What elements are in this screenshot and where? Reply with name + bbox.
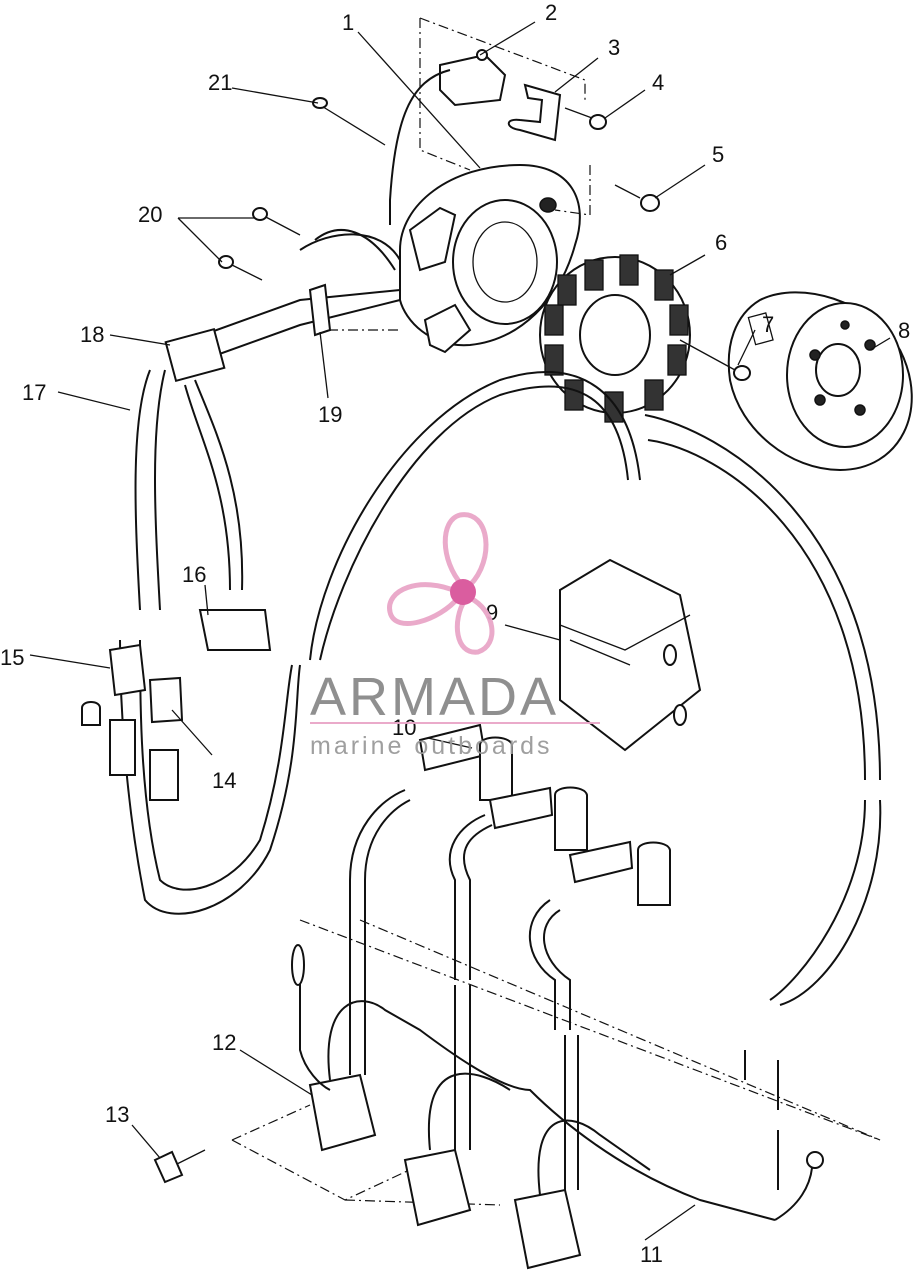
connectors: [81, 643, 184, 801]
wire-clamp: [507, 83, 562, 142]
part-label-1: 1: [342, 10, 354, 35]
ignition-coils: [291, 930, 776, 1270]
part-label-12: 12: [212, 1030, 236, 1055]
part-label-14: 14: [212, 768, 236, 793]
cdi-unit: [559, 558, 702, 752]
part-label-15: 15: [0, 645, 24, 670]
part-label-3: 3: [608, 35, 620, 60]
part-label-5: 5: [712, 142, 724, 167]
flywheel: [727, 291, 913, 472]
pulser-coil: [389, 49, 507, 225]
part-label-20: 20: [138, 202, 162, 227]
stator-coil: [539, 254, 691, 423]
part-label-7: 7: [762, 312, 774, 337]
part-label-17: 17: [22, 380, 46, 405]
stator-plate: [399, 163, 581, 354]
part-label-8: 8: [898, 318, 910, 343]
leader-lines: [29, 21, 891, 1241]
spark-plug-caps: [349, 723, 671, 1030]
watermark-underline: [310, 722, 600, 724]
screws: [218, 97, 751, 381]
reference-lines: [231, 17, 881, 1206]
part-label-21: 21: [208, 70, 232, 95]
watermark: ARMADA marine outboards: [310, 512, 600, 760]
part-label-6: 6: [715, 230, 727, 255]
part-label-19: 19: [318, 402, 342, 427]
watermark-tagline: marine outboards: [310, 732, 553, 760]
part-label-2: 2: [545, 0, 557, 25]
part-label-16: 16: [182, 562, 206, 587]
part-label-18: 18: [80, 322, 104, 347]
ground-wire: [744, 1050, 824, 1221]
part-label-11: 11: [640, 1242, 663, 1267]
wire-harness: [119, 229, 882, 1006]
propeller-logo-icon: [387, 512, 495, 655]
part-label-4: 4: [652, 70, 664, 95]
watermark-brand: ARMADA: [310, 667, 559, 727]
part-label-10: 10: [392, 715, 416, 740]
mounting-bolt: [153, 1149, 206, 1184]
part-label-13: 13: [105, 1102, 129, 1127]
